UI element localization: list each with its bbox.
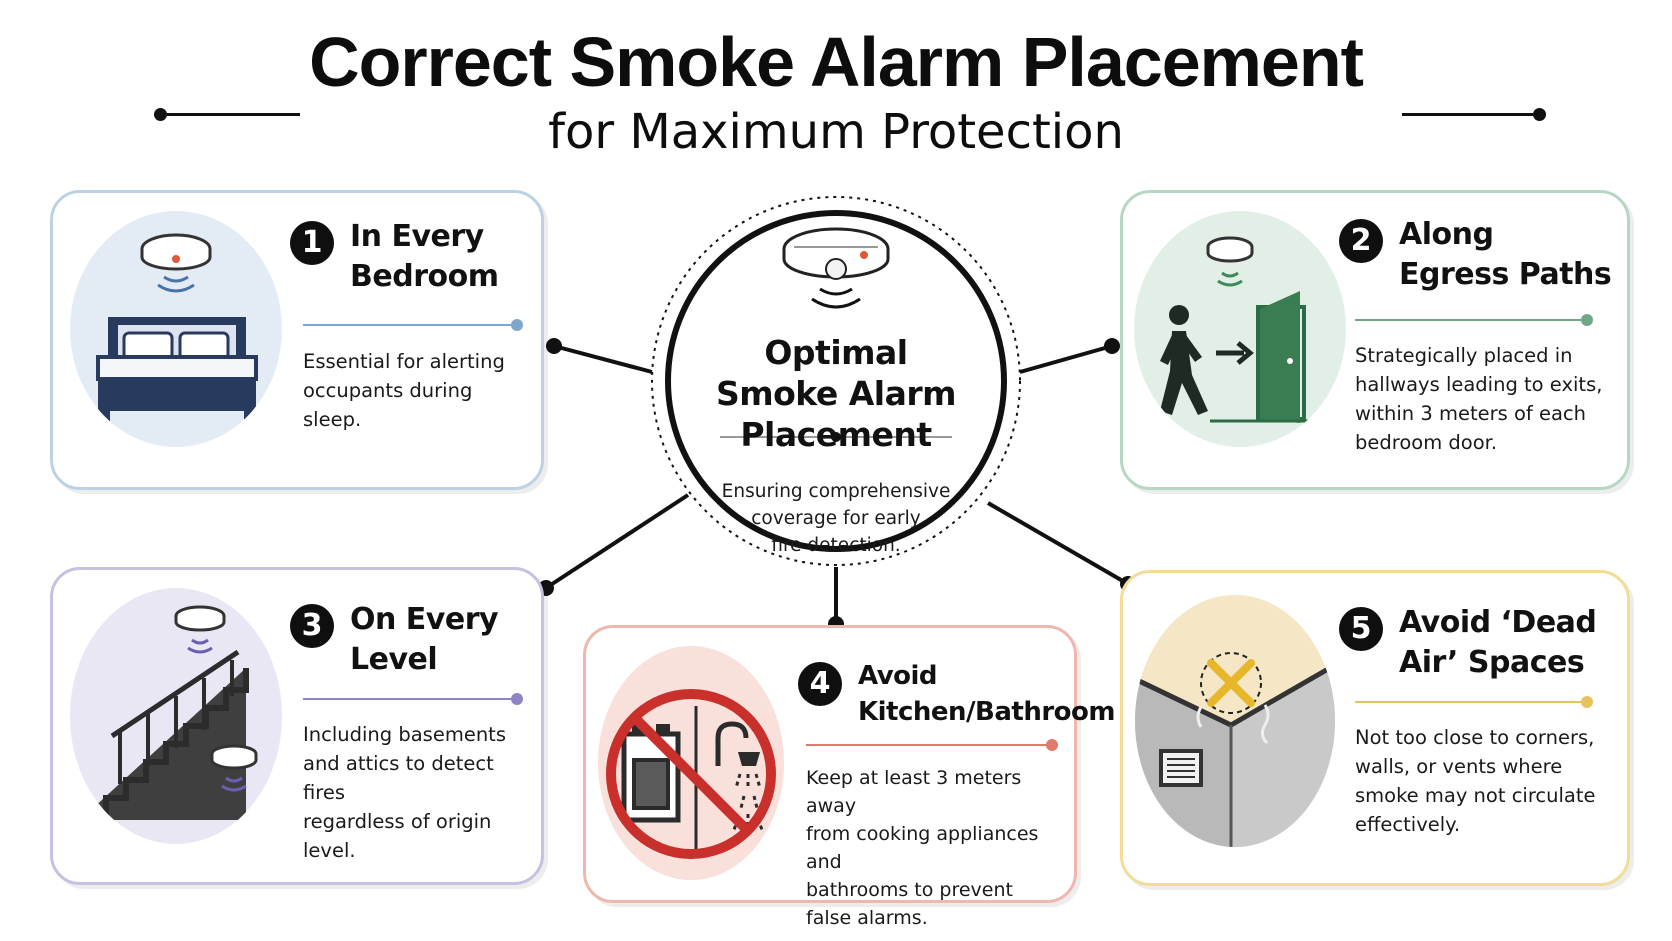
egress-illustration [1134,211,1346,447]
card-divider-4 [806,739,1058,751]
card-header-1: 1 In Every Bedroom [290,217,499,297]
dead-air-illustration [1135,595,1335,847]
card-kitchen-bathroom: 4 Avoid Kitchen/Bathroom Keep at least 3… [583,625,1116,929]
title-rule-right [1402,108,1546,121]
card-header-4: 4 Avoid Kitchen/Bathroom [798,658,1116,730]
bed-icon [96,233,258,423]
card-header-2: 2 Along Egress Paths [1339,215,1612,295]
card-header-5: 5 Avoid ‘Dead Air’ Spaces [1339,603,1597,683]
levels-illustration [70,588,282,844]
step-number-badge: 3 [290,604,334,648]
no-stove-shower-icon [606,689,776,859]
kitchen-bathroom-illustration [598,646,784,880]
card-description-4: Keep at least 3 meters away from cooking… [806,767,1039,929]
card-description-3: Including basements and attics to detect… [303,723,506,862]
exit-door-icon [1160,236,1330,423]
card-description-2: Strategically placed in hallways leading… [1355,344,1603,454]
card-every-level: 3 On Every Level Including basements and… [50,567,544,885]
central-hub-circle [651,196,1021,566]
step-number-badge: 2 [1339,219,1383,263]
hub-title: Optimal Smoke Alarm Placement [715,333,957,454]
card-title-2: Along Egress Paths [1399,217,1612,292]
card-divider-2 [1355,314,1593,326]
title-rule-left [154,108,300,121]
card-header-3: 3 On Every Level [290,600,499,680]
ceiling-corner-icon [1135,595,1335,847]
step-number-badge: 4 [798,662,842,706]
card-title-5: Avoid ‘Dead Air’ Spaces [1399,605,1597,680]
bedroom-illustration [70,211,282,447]
card-egress-paths: 2 Along Egress Paths Strategically place… [1120,190,1630,490]
card-title-1: In Every Bedroom [350,219,499,294]
card-divider-5 [1355,696,1593,708]
step-number-badge: 1 [290,221,334,265]
card-title-4: Avoid Kitchen/Bathroom [858,661,1116,727]
card-divider-1 [303,319,523,331]
card-bedroom: 1 In Every Bedroom Essential for alertin… [50,190,544,490]
smoke-alarm-icon [782,227,890,309]
hub-description: Ensuring comprehensive coverage for earl… [721,481,951,556]
card-description-1: Essential for alerting occupants during … [303,350,505,431]
card-description-5: Not too close to corners, walls, or vent… [1355,726,1596,836]
card-title-3: On Every Level [350,602,499,677]
card-dead-air-spaces: 5 Avoid ‘Dead Air’ Spaces Not too close … [1120,570,1630,886]
staircase-icon [80,605,258,820]
card-divider-3 [303,693,523,705]
step-number-badge: 5 [1339,607,1383,651]
page-title: Correct Smoke Alarm Placement [309,23,1364,101]
page-subtitle: for Maximum Protection [548,104,1124,160]
